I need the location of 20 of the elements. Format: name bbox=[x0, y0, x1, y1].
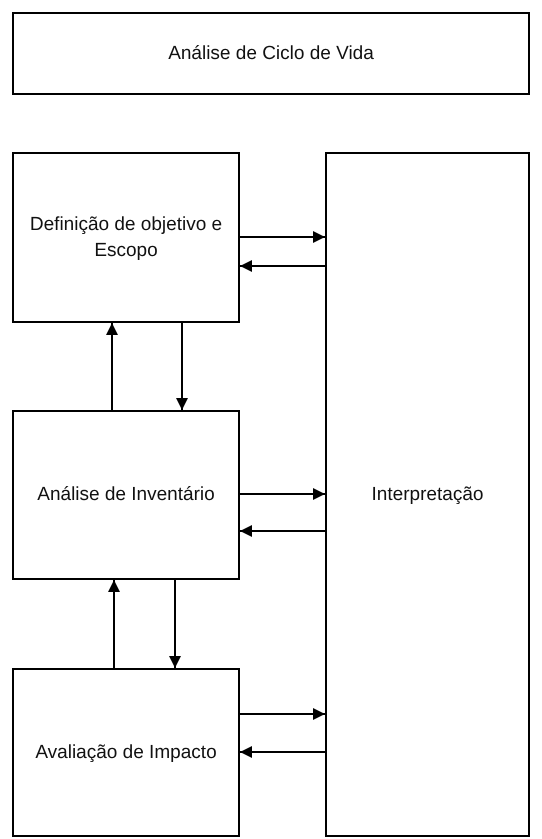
box-label: Avaliação de Impacto bbox=[34, 740, 218, 765]
arrow bbox=[240, 525, 325, 537]
process-box bbox=[12, 152, 240, 323]
arrow bbox=[240, 488, 325, 500]
arrow bbox=[240, 260, 325, 272]
process-box bbox=[12, 410, 240, 580]
arrow bbox=[240, 231, 325, 243]
box-label: Interpretação bbox=[370, 482, 484, 507]
arrow bbox=[240, 708, 325, 720]
box-label: Definição de objetivo e Escopo bbox=[28, 212, 224, 262]
arrow bbox=[106, 323, 118, 410]
box-label: Análise de Ciclo de Vida bbox=[167, 42, 375, 66]
arrow bbox=[108, 580, 120, 668]
process-box bbox=[12, 668, 240, 837]
box-label: Análise de Inventário bbox=[36, 483, 216, 508]
title-box bbox=[12, 12, 530, 95]
process-box bbox=[325, 152, 530, 837]
arrow bbox=[240, 746, 325, 758]
arrow bbox=[176, 323, 188, 410]
arrow bbox=[169, 580, 181, 668]
